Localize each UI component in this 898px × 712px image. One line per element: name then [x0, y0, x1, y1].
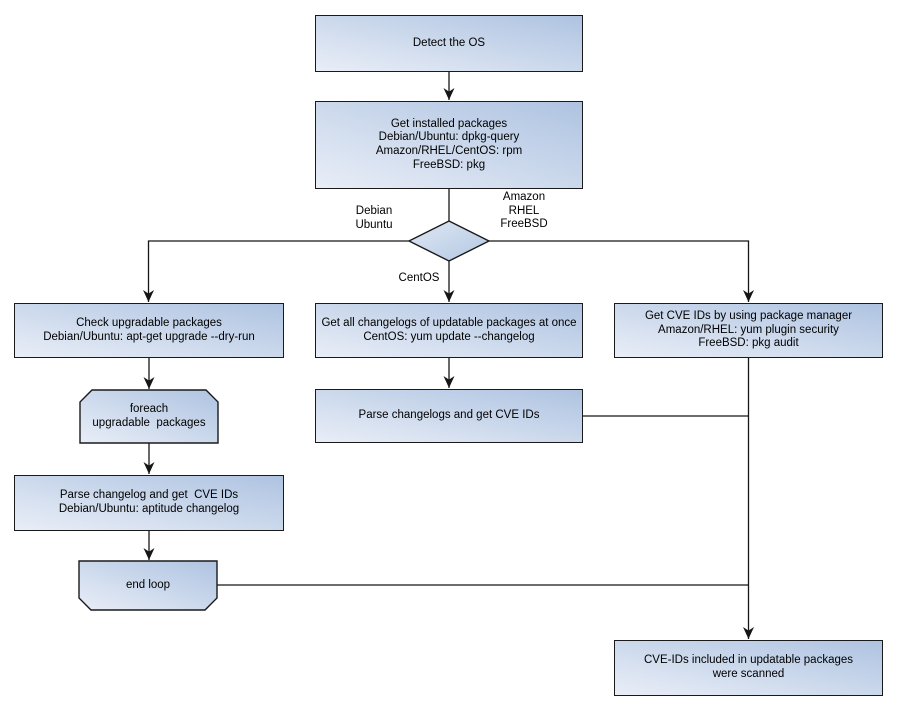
- os-decision-diamond: [407, 220, 491, 262]
- connector-decision-to-check-upgradable: [143, 240, 409, 302]
- node-label: Parse changelogs and get CVE IDs: [358, 409, 540, 422]
- node-get-installed-packages: Get installed packages Debian/Ubuntu: dp…: [315, 101, 583, 189]
- node-get-all-changelogs: Get all changelogs of updatable packages…: [315, 303, 583, 358]
- branch-label-debian-ubuntu: Debian Ubuntu: [355, 205, 393, 231]
- node-cve-ids-scanned: CVE-IDs included in updatable packages w…: [614, 640, 883, 696]
- node-parse-changelogs-get-cve-ids: Parse changelogs and get CVE IDs: [315, 389, 583, 443]
- node-label: Parse changelog and get CVE IDs Debian/U…: [58, 489, 240, 515]
- node-foreach-upgradable-packages: foreach upgradable packages: [80, 390, 218, 443]
- node-label: foreach upgradable packages: [92, 402, 206, 429]
- node-label: Get CVE IDs by using package manager Ama…: [644, 310, 853, 350]
- node-label: end loop: [125, 578, 171, 591]
- node-label: Get all changelogs of updatable packages…: [321, 316, 577, 343]
- branch-label-centos: CentOS: [398, 272, 440, 284]
- loop-end-shape: [78, 560, 218, 611]
- node-get-cve-ids-by-package-manager: Get CVE IDs by using package manager Ama…: [614, 303, 883, 358]
- node-check-upgradable-packages: Check upgradable packages Debian/Ubuntu:…: [14, 303, 284, 358]
- node-label: Detect the OS: [412, 36, 486, 49]
- branch-label-amazon-rhel-freebsd: Amazon RHEL FreeBSD: [500, 191, 548, 231]
- node-parse-changelog-get-cve-ids: Parse changelog and get CVE IDs Debian/U…: [14, 475, 284, 531]
- node-end-loop: end loop: [79, 561, 217, 610]
- node-label: CVE-IDs included in updatable packages w…: [643, 654, 854, 680]
- node-label: Get installed packages Debian/Ubuntu: dp…: [375, 117, 523, 171]
- loop-start-shape: [79, 389, 219, 444]
- node-detect-os: Detect the OS: [315, 15, 583, 72]
- connector-decision-to-get-cve-ids: [489, 240, 754, 302]
- node-label: Check upgradable packages Debian/Ubuntu:…: [43, 316, 255, 343]
